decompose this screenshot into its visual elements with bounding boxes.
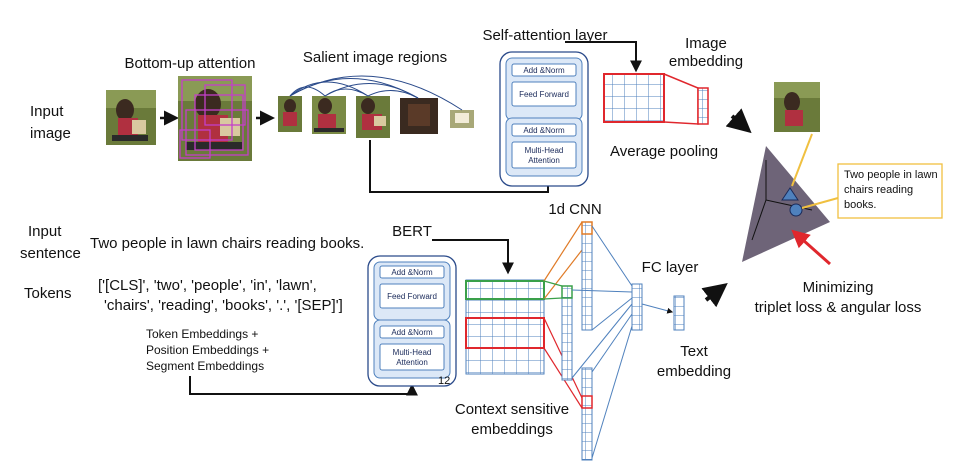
bert-feed-forward: Feed Forward (387, 292, 437, 301)
sa-add-norm-1: Add &Norm (523, 66, 565, 75)
image-to-space-arrow (725, 108, 752, 134)
self-attention-label: Self-attention layer (482, 27, 607, 44)
svg-text:Image: Image (685, 35, 727, 52)
salient-region-3 (356, 96, 390, 138)
pooling-connector (663, 73, 699, 125)
attention-output-arrow (565, 41, 642, 73)
tokens-list: ['[CLS]', 'two', 'people', 'in', 'lawn',… (98, 277, 343, 314)
svg-text:embeddings: embeddings (471, 421, 553, 438)
svg-text:Token Embeddings +: Token Embeddings + (146, 327, 258, 341)
salient-region-4 (400, 98, 438, 134)
svg-text:chairs reading: chairs reading (844, 184, 913, 196)
svg-text:Input: Input (30, 103, 64, 120)
cnn-column-1 (581, 221, 593, 331)
svg-text:Context sensitive: Context sensitive (455, 401, 569, 418)
context-embeddings-label: Context sensitive embeddings (455, 401, 569, 438)
context-embedding-grid (465, 279, 545, 375)
text-to-space-arrow (701, 283, 728, 308)
svg-text:embedding: embedding (669, 53, 743, 70)
input-sentence-label: Input sentence (20, 223, 81, 262)
fc-connections (641, 303, 674, 314)
region-connections (289, 75, 463, 111)
context-highlight-green (465, 280, 545, 300)
text-link-line (801, 197, 839, 209)
bert-label: BERT (392, 223, 432, 240)
salient-region-2 (312, 96, 346, 134)
svg-text:triplet loss & angular loss: triplet loss & angular loss (755, 299, 922, 316)
cnn-column-2-highlight (561, 285, 573, 299)
cnn-column-2 (561, 285, 573, 381)
bert-multi-head-2: Attention (396, 358, 428, 367)
bert-layer-count: 12 (438, 375, 450, 387)
input-image-label: Input image (30, 103, 71, 142)
embeddings-note: Token Embeddings + Position Embeddings +… (146, 327, 269, 373)
svg-text:Segment Embeddings: Segment Embeddings (146, 359, 264, 373)
salient-region-5 (450, 110, 474, 128)
minimizing-label: Minimizing triplet loss & angular loss (755, 279, 922, 316)
image-embedding-vector (697, 87, 709, 125)
cnn-column-3-highlight (581, 395, 593, 409)
sa-add-norm-2: Add &Norm (523, 126, 565, 135)
self-attention-block: Add &Norm Feed Forward Add &Norm Multi-H… (499, 51, 589, 187)
sa-feed-forward: Feed Forward (519, 90, 569, 99)
context-highlight-red (465, 317, 545, 349)
cnn-column-1-highlight (581, 221, 593, 235)
svg-text:Text: Text (680, 343, 708, 360)
salient-region-1 (278, 96, 302, 132)
svg-text:'chairs', 'reading', 'books',: 'chairs', 'reading', 'books', '.', '[SEP… (104, 297, 343, 314)
small-image-thumbnail (774, 82, 820, 132)
sa-multi-head-2: Attention (528, 156, 560, 165)
pool-connections (571, 225, 633, 459)
sa-multi-head-1: Multi-Head (525, 146, 564, 155)
svg-text:embedding: embedding (657, 363, 731, 380)
bert-add-norm-1: Add &Norm (391, 268, 433, 277)
salient-label: Salient image regions (303, 49, 447, 66)
svg-text:sentence: sentence (20, 245, 81, 262)
cnn-label: 1d CNN (548, 201, 601, 218)
svg-text:books.: books. (844, 199, 876, 211)
svg-text:Two people in lawn: Two people in lawn (844, 169, 938, 181)
text-embedding-vector (673, 295, 685, 331)
input-image-photo (106, 90, 156, 145)
image-feature-grid (603, 73, 665, 123)
bottom-up-label: Bottom-up attention (125, 55, 256, 72)
image-point-triangle (781, 187, 799, 201)
avg-pooling-label: Average pooling (610, 143, 718, 160)
image-embedding-label: Image embedding (669, 35, 743, 70)
svg-text:Input: Input (28, 223, 62, 240)
sentence-text: Two people in lawn chairs reading books. (90, 235, 364, 252)
text-embedding-label: Text embedding (657, 343, 731, 380)
svg-text:Minimizing: Minimizing (803, 279, 874, 296)
cnn-column-3 (581, 367, 593, 461)
embeddings-to-bert-arrow (189, 376, 418, 396)
svg-text:Position Embeddings +: Position Embeddings + (146, 343, 269, 357)
bert-add-norm-2: Add &Norm (391, 328, 433, 337)
pooled-vector (631, 283, 643, 331)
callout-box: Two people in lawn chairs reading books. (837, 163, 943, 219)
bert-block: Add &Norm Feed Forward Add &Norm Multi-H… (367, 255, 457, 387)
svg-text:image: image (30, 125, 71, 142)
text-point-circle (789, 203, 803, 217)
image-feature-highlight (603, 73, 665, 123)
loss-arrow (791, 229, 831, 266)
fc-layer-label: FC layer (642, 259, 699, 276)
bert-output-arrow (432, 239, 514, 275)
bert-multi-head-1: Multi-Head (393, 348, 432, 357)
bottom-up-photo (178, 76, 252, 161)
tokens-label: Tokens (24, 285, 72, 302)
svg-text:['[CLS]', 'two', 'people', 'in: ['[CLS]', 'two', 'people', 'in', 'lawn', (98, 277, 317, 294)
image-link-line (791, 133, 813, 187)
